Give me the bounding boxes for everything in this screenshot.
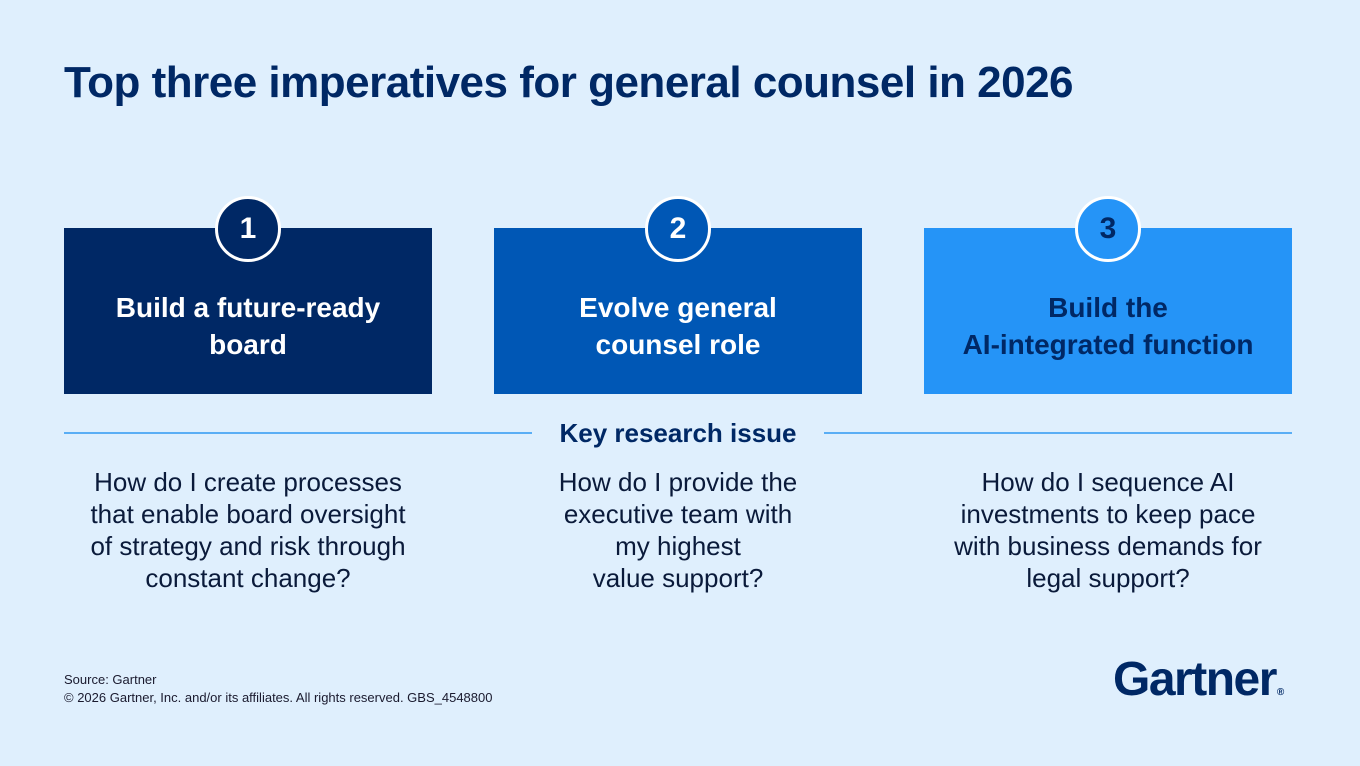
divider-right — [824, 432, 1292, 434]
registered-mark-icon: ® — [1276, 687, 1285, 698]
key-research-issue-heading: Key research issue — [559, 418, 797, 448]
gartner-logo: Gartner® — [1113, 652, 1284, 707]
imperative-label: Build a future-ready board — [115, 292, 381, 360]
number-badge-1: 1 — [215, 196, 281, 262]
footer: Source: Gartner © 2026 Gartner, Inc. and… — [64, 671, 492, 707]
number-badge-2: 2 — [645, 196, 711, 262]
imperative-label: Evolve general counsel role — [579, 292, 777, 360]
page-title: Top three imperatives for general counse… — [64, 58, 1074, 107]
copyright-note: © 2026 Gartner, Inc. and/or its affiliat… — [64, 690, 493, 705]
imperative-card-3: Build the AI-integrated function — [924, 228, 1292, 394]
logo-text: Gartner — [1113, 653, 1277, 706]
source-note: Source: Gartner — [64, 672, 157, 687]
research-question-3: How do I sequence AI investments to keep… — [954, 467, 1262, 593]
number-badge-3: 3 — [1075, 196, 1141, 262]
research-question-1: How do I create processes that enable bo… — [90, 467, 406, 593]
divider-left — [64, 432, 532, 434]
research-question-2: How do I provide the executive team with… — [558, 467, 798, 593]
imperative-label: Build the AI-integrated function — [962, 292, 1254, 360]
